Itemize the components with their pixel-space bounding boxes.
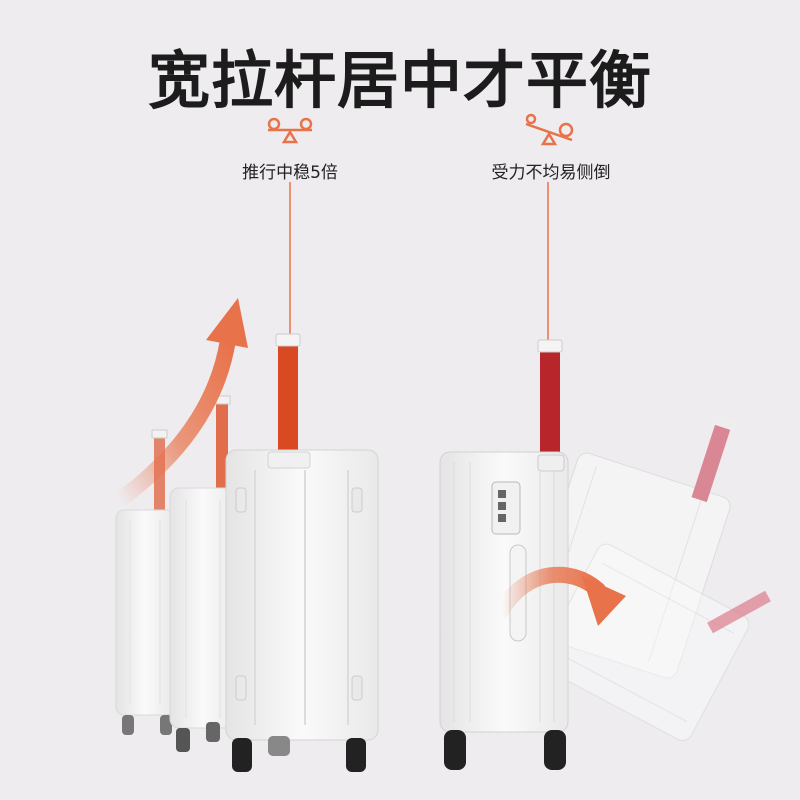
tilted-suitcase-ghost-1	[523, 414, 738, 679]
right-caption: 受力不均易侧倒	[491, 163, 611, 183]
seesaw-tilted-icon	[525, 113, 574, 146]
large-suitcase	[225, 333, 379, 772]
falling-arrow-icon	[494, 566, 626, 626]
page-title: 宽拉杆居中才平衡	[147, 44, 652, 117]
side-view-suitcase	[439, 339, 569, 770]
seesaw-balanced-icon	[267, 117, 313, 144]
tilted-handle-ghost-2	[707, 590, 771, 634]
upward-arrow-icon	[112, 298, 248, 508]
left-caption: 推行中稳5倍	[242, 163, 338, 183]
